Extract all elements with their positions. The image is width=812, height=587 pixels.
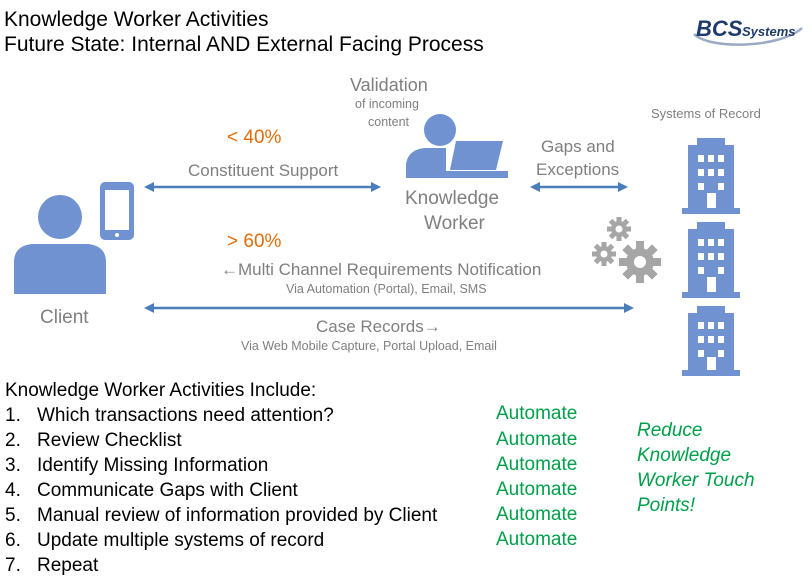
page-title: Knowledge Worker Activities (4, 8, 269, 31)
bcs-systems-logo: BCS Systems (690, 10, 806, 50)
list-item: 4. Communicate Gaps with Client (5, 478, 485, 503)
arrow-client-systems (144, 303, 634, 313)
list-item: 1. Which transactions need attention? (5, 403, 485, 428)
automate-label-6: Automate (496, 529, 578, 550)
notification-label: ←Multi Channel Requirements Notification (221, 260, 542, 279)
automate-label-1: Automate (496, 403, 578, 424)
list-text: Update multiple systems of record (37, 530, 325, 551)
arrow-client-worker (144, 182, 381, 192)
percent-low: < 40% (227, 127, 282, 148)
case-records-label: Case Records→ (316, 317, 441, 336)
list-item: 5. Manual review of information provided … (5, 503, 485, 528)
logo-subtext: Systems (742, 24, 796, 39)
list-text: Review Checklist (37, 430, 182, 451)
automate-label-4: Automate (496, 479, 578, 500)
knowledge-worker-label-line2: Worker (424, 213, 485, 234)
list-text: Communicate Gaps with Client (37, 480, 298, 501)
mobile-phone-icon (100, 182, 134, 240)
percent-high: > 60% (227, 231, 282, 252)
automate-label-2: Automate (496, 429, 578, 450)
list-number: 3. (5, 455, 21, 476)
logo-text: BCS (696, 16, 743, 41)
activities-heading: Knowledge Worker Activities Include: (5, 380, 317, 401)
notification-sub: Via Automation (Portal), Email, SMS (286, 282, 487, 296)
constituent-support-label: Constituent Support (188, 161, 339, 180)
activities-list: 1. Which transactions need attention? 2. R… (5, 403, 485, 578)
automate-label-5: Automate (496, 504, 578, 525)
list-number: 1. (5, 405, 21, 426)
list-item: 7. Repeat (5, 553, 485, 578)
list-item: 2. Review Checklist (5, 428, 485, 453)
gaps-label-line1: Gaps and (541, 137, 615, 156)
list-number: 7. (5, 555, 21, 576)
case-records-sub: Via Web Mobile Capture, Portal Upload, E… (241, 339, 497, 353)
reduce-touch-points-callout: Reduce Knowledge Worker Touch Points! (637, 420, 755, 516)
list-number: 2. (5, 430, 21, 451)
gaps-label-line2: Exceptions (536, 160, 620, 179)
list-number: 6. (5, 530, 21, 551)
list-text: Which transactions need attention? (37, 405, 334, 426)
knowledge-worker-icon (406, 114, 508, 178)
client-person-icon (14, 195, 106, 294)
gears-icon (592, 217, 661, 283)
list-number: 4. (5, 480, 21, 501)
validation-sub1: of incoming (355, 97, 419, 111)
client-label: Client (40, 307, 89, 328)
list-text: Manual review of information provided by… (37, 505, 438, 526)
automate-label-3: Automate (496, 454, 578, 475)
page-subtitle: Future State: Internal AND External Faci… (4, 33, 484, 56)
building-icon-1 (682, 138, 740, 214)
building-icon-2 (682, 222, 740, 298)
validation-label: Validation (350, 75, 428, 95)
arrow-worker-systems (530, 182, 628, 192)
list-text: Identify Missing Information (37, 455, 269, 476)
building-icon-3 (682, 306, 740, 376)
list-text: Repeat (37, 555, 99, 576)
list-item: 3. Identify Missing Information (5, 453, 485, 478)
knowledge-worker-label-line1: Knowledge (405, 188, 500, 209)
systems-of-record-label: Systems of Record (651, 106, 761, 121)
list-item: 6. Update multiple systems of record (5, 528, 485, 553)
validation-sub2: content (368, 115, 410, 129)
list-number: 5. (5, 505, 21, 526)
